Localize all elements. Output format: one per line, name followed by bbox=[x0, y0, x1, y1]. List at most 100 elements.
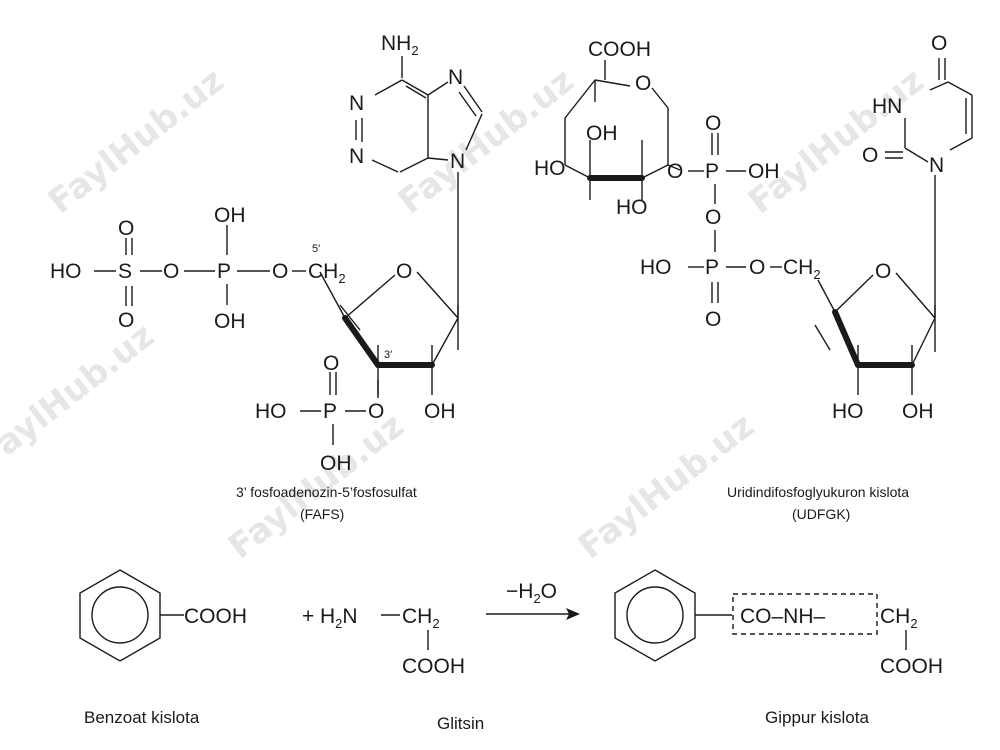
uracil-n1-label: N bbox=[929, 154, 944, 177]
fafs-molecule: NH2 N N N N O 3′ OH bbox=[50, 32, 483, 522]
p-oh-bottom-label: OH bbox=[214, 310, 246, 333]
plus-sign: + bbox=[302, 605, 314, 628]
carbon-3-label: 3′ bbox=[384, 349, 392, 361]
amide-bond-box bbox=[732, 593, 878, 635]
watermark: FaylHub.uz bbox=[741, 61, 932, 222]
bond bbox=[399, 157, 429, 173]
benzene-ring bbox=[614, 569, 696, 662]
bond bbox=[949, 137, 973, 151]
phosphate3-o-label: O bbox=[323, 352, 339, 375]
carbon-5-label: 5′ bbox=[312, 243, 320, 255]
uracil-o2-label: O bbox=[862, 144, 878, 167]
anomeric-o-label: O bbox=[667, 160, 683, 183]
bridge-o-label: O bbox=[749, 256, 765, 279]
glucuronide-oh-label: OH bbox=[586, 122, 618, 145]
phosphorus1-oh-label: OH bbox=[748, 160, 780, 183]
bond bbox=[667, 164, 681, 171]
bond bbox=[832, 309, 861, 368]
ribose-o-label: O bbox=[396, 260, 412, 283]
bridge-o-label: O bbox=[272, 260, 288, 283]
adenine-amine-label: NH2 bbox=[381, 32, 419, 58]
udfgk-caption: Uridindifosfoglyukuron kislota bbox=[727, 484, 909, 500]
bond bbox=[463, 85, 483, 113]
sulfate-bridge-o-label: O bbox=[163, 260, 179, 283]
bond bbox=[911, 317, 936, 366]
glycine-label: Glitsin bbox=[437, 714, 484, 733]
amide-bond-label: CO–NH– bbox=[740, 605, 826, 628]
fafs-caption: 3’ fosfoadenozin-5’fosfosulfat bbox=[236, 484, 417, 500]
watermark: FaylHub.uz bbox=[41, 61, 232, 222]
bond bbox=[929, 81, 949, 91]
ch2-label: CH2 bbox=[783, 256, 821, 282]
bond bbox=[405, 85, 427, 99]
bond bbox=[319, 271, 346, 319]
bond bbox=[339, 304, 361, 331]
glucuronide-ho-bottom-label: HO bbox=[616, 196, 648, 219]
hippuric-ch2-label: CH2 bbox=[880, 605, 918, 631]
bond bbox=[416, 271, 459, 319]
p-oh-top-label: OH bbox=[214, 204, 246, 227]
bond bbox=[431, 317, 459, 366]
bond bbox=[641, 164, 669, 179]
bond bbox=[947, 81, 973, 96]
bond bbox=[427, 81, 449, 96]
bond bbox=[371, 159, 399, 173]
udfgk-abbreviation: (UDFGK) bbox=[792, 506, 850, 522]
adenine-n9-label: N bbox=[450, 150, 465, 173]
bond bbox=[427, 157, 449, 161]
ch2-label: CH2 bbox=[308, 260, 346, 286]
uracil-hn-label: HN bbox=[872, 95, 902, 118]
bond bbox=[895, 272, 936, 319]
adenine-n1-label: N bbox=[349, 92, 364, 115]
arrow-head bbox=[566, 608, 580, 620]
phosphate3-oh-label: OH bbox=[320, 452, 352, 475]
uracil-o4-label: O bbox=[931, 32, 947, 55]
benzene-ring bbox=[79, 569, 161, 662]
phosphorus-label: P bbox=[217, 260, 231, 283]
bond bbox=[342, 315, 381, 368]
bond bbox=[344, 274, 396, 319]
ribose-oh-label: OH bbox=[424, 400, 456, 423]
phosphorus2-label: P bbox=[705, 256, 719, 279]
benzoate-label: Benzoat kislota bbox=[84, 708, 200, 727]
water-elimination-label: −H2O bbox=[506, 580, 557, 606]
bond bbox=[594, 79, 631, 87]
phosphorus2-o-label: O bbox=[705, 308, 721, 331]
glycine-h2n-label: H2N bbox=[320, 605, 358, 631]
ribose-ho-label: HO bbox=[832, 400, 864, 423]
benzoic-cooh-label: COOH bbox=[184, 605, 247, 628]
phosphate3-p-label: P bbox=[323, 400, 337, 423]
udfgk-molecule: COOH O OH HO HO O P O OH O P HO O bbox=[534, 32, 973, 522]
hippuric-reaction: COOH + H2N CH2 COOH −H2O CO–NH– CH2 COOH… bbox=[79, 569, 943, 733]
watermark: FaylHub.uz bbox=[391, 61, 582, 222]
benzene-ring-circle bbox=[91, 586, 149, 644]
ribose-oh-label: OH bbox=[902, 400, 934, 423]
bond bbox=[401, 79, 429, 96]
hippuric-label: Gippur kislota bbox=[765, 708, 869, 727]
glycine-cooh-label: COOH bbox=[402, 655, 465, 678]
pyrophosphate-o-label: O bbox=[705, 206, 721, 229]
phosphorus1-label: P bbox=[705, 160, 719, 183]
cooh-label: COOH bbox=[588, 38, 651, 61]
sulfur-ho-label: HO bbox=[50, 260, 82, 283]
glycine-ch2-label: CH2 bbox=[402, 605, 440, 631]
bond bbox=[458, 91, 477, 117]
ribose-o3-label: O bbox=[368, 400, 384, 423]
bond bbox=[817, 279, 836, 313]
fafs-abbreviation: (FAFS) bbox=[300, 506, 344, 522]
ribose-o-label: O bbox=[875, 260, 891, 283]
sulfur-label: S bbox=[118, 260, 132, 283]
bond bbox=[814, 324, 831, 351]
bond bbox=[465, 113, 483, 151]
phosphate3-ho-label: HO bbox=[255, 400, 287, 423]
sulfur-o-bottom-label: O bbox=[118, 309, 134, 332]
bond bbox=[904, 147, 929, 163]
bond bbox=[374, 79, 403, 96]
bond bbox=[834, 274, 874, 313]
bond bbox=[564, 164, 591, 179]
glucuronide-o-label: O bbox=[635, 72, 651, 95]
glucuronide-ho-left-label: HO bbox=[534, 157, 566, 180]
bond bbox=[651, 87, 669, 109]
